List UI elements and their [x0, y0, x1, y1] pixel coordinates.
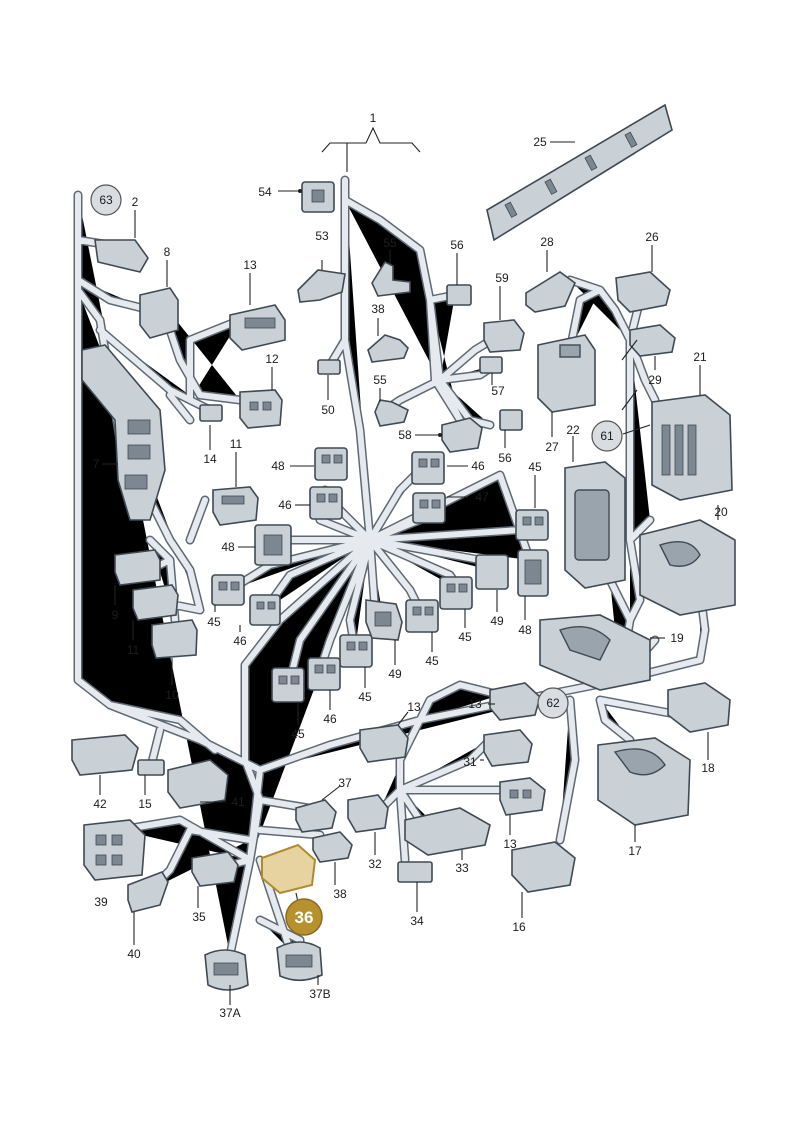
label-48-b: 48: [518, 623, 532, 637]
svg-text:61: 61: [600, 429, 614, 443]
connector-parts: [71, 103, 736, 991]
label-20: 20: [714, 505, 728, 519]
label-2: 2: [132, 195, 139, 209]
label-8: 8: [164, 245, 171, 259]
label-45-a: 47: [475, 490, 489, 504]
label-37A: 37A: [219, 1006, 240, 1020]
label-45-d: 45: [458, 630, 472, 644]
leader-lines: [99, 126, 719, 1005]
label-27: 27: [545, 440, 559, 454]
svg-text:36: 36: [295, 908, 314, 927]
label-14: 13: [243, 258, 257, 272]
label-17: 17: [628, 844, 642, 858]
label-31: 31: [463, 755, 477, 769]
label-49: 49: [490, 614, 504, 628]
label-45-c: 45: [207, 615, 221, 629]
label-42: 42: [93, 797, 107, 811]
label-15-a: 14: [203, 452, 217, 466]
label-46-e: 46: [323, 712, 337, 726]
part-labels: 1 54 25 2 8 13 12 14 7 11 48 46 46 47 45…: [93, 111, 728, 1020]
harness-wires: [78, 180, 705, 960]
label-46-c: 46: [471, 459, 485, 473]
label-13-d: 13: [503, 837, 517, 851]
label-7: 7: [93, 457, 100, 471]
label-32: 32: [368, 857, 382, 871]
label-18: 18: [701, 761, 715, 775]
label-13-b: 13: [468, 697, 482, 711]
label-28: 28: [540, 235, 554, 249]
label-56-a: 56: [450, 238, 464, 252]
label-53: 53: [315, 229, 329, 243]
label-19: 19: [670, 631, 684, 645]
label-45-f: 45: [358, 690, 372, 704]
label-21: 21: [693, 350, 707, 364]
svg-text:62: 62: [546, 696, 560, 710]
label-40: 40: [127, 947, 141, 961]
label-58: 58: [398, 428, 412, 442]
label-45-e: 45: [425, 654, 439, 668]
circled-label-63: 63: [90, 184, 122, 216]
label-35: 35: [192, 910, 206, 924]
label-15-b: 15: [138, 797, 152, 811]
label-37: 37: [338, 776, 352, 790]
label-10: 10: [165, 688, 179, 702]
label-11: 11: [127, 643, 140, 657]
label-25: 25: [533, 135, 547, 149]
label-39: 39: [94, 895, 108, 909]
label-45-g: 45: [291, 727, 305, 741]
label-29: 29: [648, 373, 662, 387]
label-22: 22: [566, 423, 580, 437]
circled-label-61: 61: [591, 420, 623, 452]
svg-text:63: 63: [99, 193, 113, 207]
label-57: 57: [491, 384, 505, 398]
label-33: 33: [455, 861, 469, 875]
label-9: 9: [112, 608, 119, 622]
label-12: 11: [230, 437, 243, 451]
label-46-b: 46: [278, 498, 292, 512]
label-55-a: 55: [383, 236, 397, 250]
label-38-a: 38: [371, 302, 385, 316]
label-37B: 37B: [309, 987, 330, 1001]
label-55-b: 55: [373, 373, 387, 387]
label-38-b: 38: [333, 887, 347, 901]
label-13-c: 13: [407, 700, 421, 714]
label-26: 26: [645, 230, 659, 244]
label-47: 49: [388, 667, 402, 681]
label-16: 16: [512, 920, 526, 934]
label-34: 34: [410, 914, 424, 928]
label-56-b: 56: [498, 451, 512, 465]
label-46-d: 46: [233, 634, 247, 648]
circled-label-62: 62: [537, 687, 569, 719]
label-46-a: 48: [271, 459, 285, 473]
label-54: 54: [258, 185, 272, 199]
label-13-a: 12: [265, 352, 279, 366]
highlighted-label-36[interactable]: 36: [285, 898, 323, 936]
label-45-b: 45: [528, 460, 542, 474]
label-1: 1: [370, 111, 377, 125]
label-41: 41: [231, 795, 245, 809]
label-50: 50: [321, 403, 335, 417]
label-59: 59: [495, 271, 509, 285]
label-48-a: 48: [221, 540, 235, 554]
